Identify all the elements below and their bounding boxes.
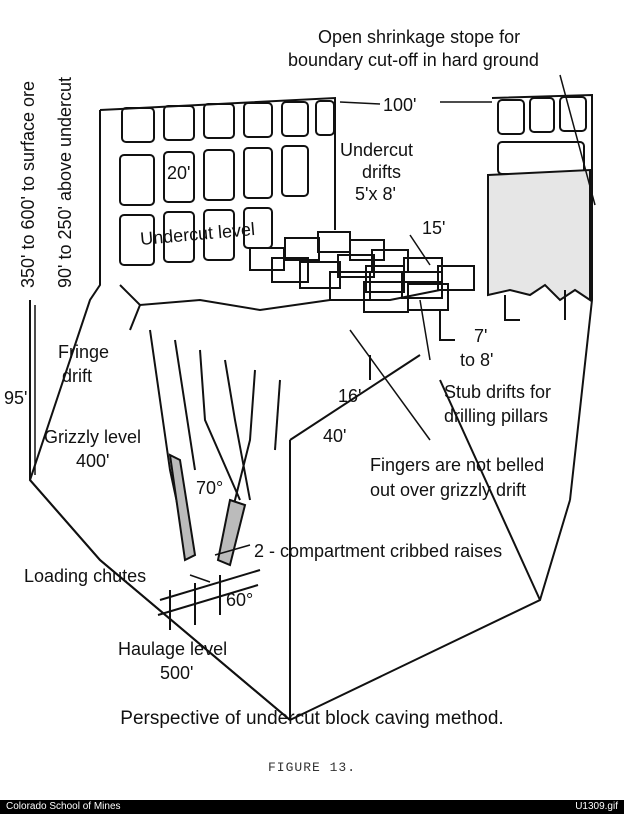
label-undercut-drifts-3: 5'x 8' — [355, 184, 396, 204]
stub-drifts — [369, 290, 566, 380]
label-stub-1: Stub drifts for — [444, 382, 552, 402]
label-undercut-drifts-1: Undercut — [340, 140, 414, 160]
label-grizzly-2: 400' — [76, 451, 110, 471]
label-dim-15: 15' — [422, 218, 446, 238]
label-surface-height: 350' to 600' to surface ore — [18, 80, 38, 288]
label-haulage-2: 500' — [160, 663, 194, 683]
label-fringe-2: drift — [62, 366, 93, 386]
shrinkage-stope-area — [487, 168, 591, 302]
label-raises: 2 - compartment cribbed raises — [254, 541, 503, 561]
label-dim-7: 7' — [474, 326, 488, 346]
footer-filename: U1309.gif — [575, 801, 618, 812]
footer-source: Colorado School of Mines — [6, 801, 121, 812]
label-fingers-2: out over grizzly drift — [370, 480, 527, 500]
label-dim-40: 40' — [323, 426, 347, 446]
loading-chutes — [157, 569, 261, 630]
undercut-floor — [119, 284, 441, 331]
label-grizzly-1: Grizzly level — [44, 427, 142, 447]
figure-number: FIGURE 13. — [267, 760, 356, 775]
leader-lines — [34, 74, 596, 583]
label-dim-16: 16' — [338, 386, 362, 406]
label-haulage-1: Haulage level — [118, 639, 228, 659]
label-undercut-drifts-2: drifts — [362, 162, 402, 182]
label-stope-line1: Open shrinkage stope for — [318, 27, 521, 47]
label-stub-2: drilling pillars — [444, 406, 549, 426]
label-above-undercut: 90' to 250' above undercut — [55, 76, 75, 288]
label-angle-70: 70° — [196, 478, 224, 498]
label-dim-100: 100' — [383, 95, 417, 115]
figure-caption: Perspective of undercut block caving met… — [120, 708, 504, 729]
label-dim-95: 95' — [4, 388, 28, 408]
label-loading-chutes: Loading chutes — [24, 566, 147, 586]
label-dim-to8: to 8' — [460, 350, 494, 370]
footer-bar: Colorado School of Mines U1309.gif — [0, 800, 624, 814]
label-fingers-1: Fingers are not belled — [370, 455, 545, 475]
block-outline — [28, 93, 593, 722]
pillars — [249, 231, 475, 313]
label-stope-line2: boundary cut-off in hard ground — [288, 50, 539, 70]
finger-raises — [149, 329, 281, 567]
label-angle-60: 60° — [226, 590, 254, 610]
label-dim-20: 20' — [167, 163, 191, 183]
label-fringe-1: Fringe — [58, 342, 110, 362]
